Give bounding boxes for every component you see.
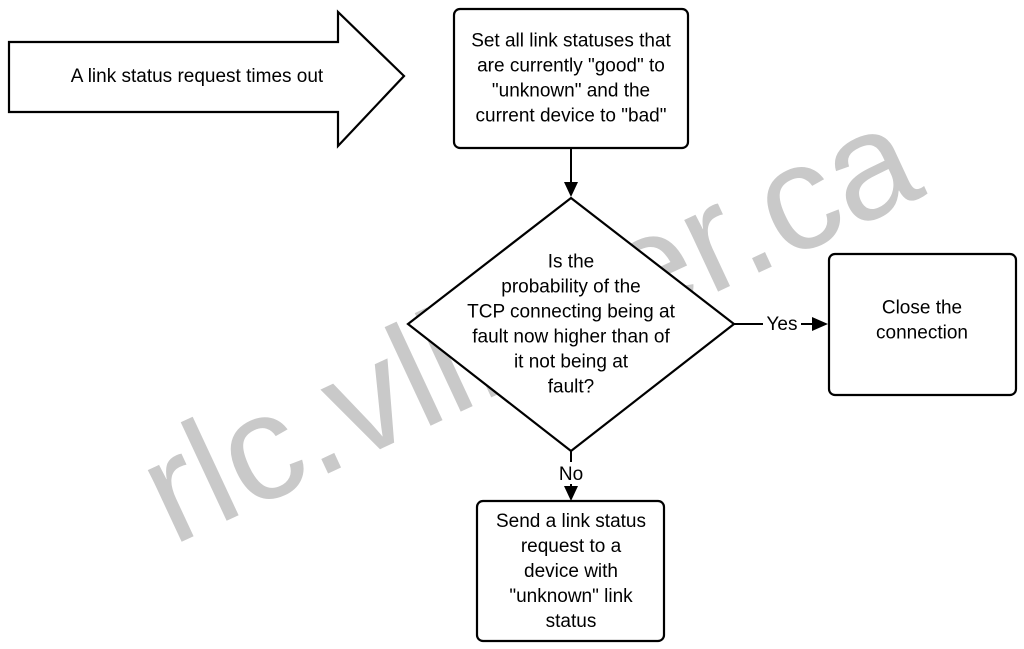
label-line: connection [876,323,968,344]
no-label-bg [555,462,587,484]
no-label: No [559,464,583,485]
arrowhead-set-to-decision [564,182,578,197]
label-line: A link status request times out [71,66,324,87]
label-line: "unknown" link [509,586,633,607]
label-line: device with [524,561,618,582]
label-line: fault now higher than of [472,327,670,348]
send-request-box [475,499,666,643]
label-line: Send a link status [496,511,646,532]
label-line: Close the [882,298,962,319]
label-line: request to a [521,536,622,557]
send-request-label: Send a link status request to a device wit… [496,511,646,632]
send-request-node: Send a link status request to a device wit… [475,499,666,643]
label-line: current device to "bad" [476,106,667,127]
label-line: Set all link statuses that [471,31,671,52]
label-line: probability of the [501,277,640,298]
label-line: it not being at [514,352,629,373]
yes-label-bg [763,312,801,334]
close-node: Close the connection [827,252,1018,397]
set-statuses-label: Set all link statuses that are currently … [471,31,671,127]
label-line: status [546,611,597,632]
set-statuses-node: Set all link statuses that are currently … [452,7,690,150]
trigger-arrow-node: A link status request times out [7,9,406,149]
arrowhead-yes [812,317,828,331]
trigger-label: A link status request times out [71,66,324,87]
label-line: fault? [548,377,594,398]
close-box [827,252,1018,397]
block-arrow-shape [7,9,406,149]
arrowhead-no [564,486,578,501]
label-line: Is the [548,252,594,273]
label-line: are currently "good" to [477,56,665,77]
close-label: Close the connection [876,298,968,344]
yes-label: Yes [767,314,798,335]
label-line: "unknown" and the [492,81,650,102]
label-line: TCP connecting being at [467,302,675,323]
